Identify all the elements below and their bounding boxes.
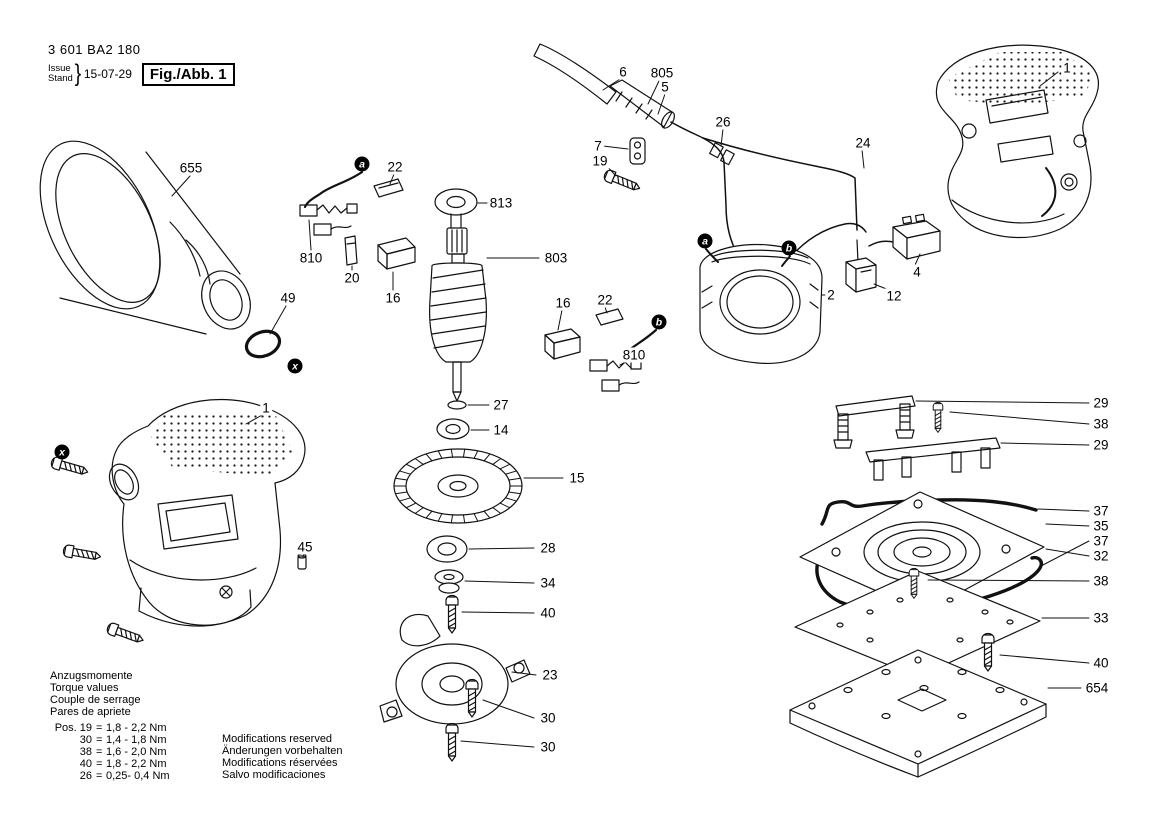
part-callout-6: 6 xyxy=(617,64,629,80)
part-callout-4: 4 xyxy=(911,264,923,280)
plate-assembly-art xyxy=(789,395,1047,778)
part-callout-27: 27 xyxy=(491,397,511,413)
part-callout-14: 14 xyxy=(491,422,511,438)
part-callout-37: 37 xyxy=(1091,533,1111,549)
part-callout-810: 810 xyxy=(620,347,648,363)
part-callout-803: 803 xyxy=(542,250,570,266)
part-callout-24: 24 xyxy=(853,135,873,151)
housing-left-art xyxy=(108,398,307,627)
issue-label: Issue xyxy=(48,63,71,74)
part-callout-805: 805 xyxy=(648,65,676,81)
part-callout-40: 40 xyxy=(538,605,558,621)
torque-title-line: Couple de serrage xyxy=(50,694,141,706)
part-callout-813: 813 xyxy=(487,195,515,211)
figure-label: Fig./Abb. 1 xyxy=(141,62,235,86)
torque-title-line: Anzugsmomente xyxy=(50,670,133,682)
part-callout-29: 29 xyxy=(1091,437,1111,453)
torque-row: 40=1,8 - 2,2 Nm xyxy=(79,758,167,770)
part-callout-20: 20 xyxy=(342,270,362,286)
part-callout-23: 23 xyxy=(540,667,560,683)
part-callout-30: 30 xyxy=(538,710,558,726)
housing-right-art xyxy=(935,44,1099,239)
part-callout-5: 5 xyxy=(659,79,671,95)
cord-and-wiring-art xyxy=(533,43,894,263)
torque-title-line: Pares de apriete xyxy=(50,706,131,718)
part-callout-16: 16 xyxy=(553,295,573,311)
part-callout-35: 35 xyxy=(1091,518,1111,534)
part-callout-38: 38 xyxy=(1091,573,1111,589)
part-callout-38: 38 xyxy=(1091,416,1111,432)
reference-marker-b: b xyxy=(781,240,797,256)
part-callout-1: 1 xyxy=(1061,60,1073,76)
drawing-header: 3 601 BA2 180 Issue Stand } 15-07-29 Fig… xyxy=(48,42,235,88)
reference-marker-x: x xyxy=(287,358,303,374)
leader-lines xyxy=(171,71,1090,748)
issue-date: 15-07-29 xyxy=(83,67,132,81)
part-callout-15: 15 xyxy=(567,470,587,486)
part-callout-1: 1 xyxy=(260,400,272,416)
brush-set-a-art xyxy=(299,170,416,270)
notice-line: Änderungen vorbehalten xyxy=(222,745,343,757)
notice-line: Modifications reserved xyxy=(222,733,333,745)
armature-art xyxy=(429,188,487,440)
fan-art xyxy=(393,448,523,524)
notice-line: Salvo modificaciones xyxy=(222,769,326,781)
notice-line: Modifications réservées xyxy=(222,757,338,769)
part-callout-32: 32 xyxy=(1091,548,1111,564)
stator-art xyxy=(699,243,823,365)
part-callout-654: 654 xyxy=(1083,680,1111,696)
part-callout-40: 40 xyxy=(1091,655,1111,671)
part-callout-30: 30 xyxy=(538,739,558,755)
reference-marker-x: x xyxy=(54,444,70,460)
reference-marker-a: a xyxy=(354,156,370,172)
part-callout-2: 2 xyxy=(825,287,837,303)
part-callout-12: 12 xyxy=(884,288,904,304)
torque-row: 26=0,25- 0,4 Nm xyxy=(79,770,170,782)
part-callout-26: 26 xyxy=(713,114,733,130)
part-callout-28: 28 xyxy=(538,540,558,556)
part-callout-19: 19 xyxy=(590,153,610,169)
torque-row: 38=1,6 - 2,0 Nm xyxy=(79,746,167,758)
reference-marker-a: a xyxy=(697,233,713,249)
part-callout-22: 22 xyxy=(595,292,615,308)
part-callout-34: 34 xyxy=(538,575,558,591)
part-callout-37: 37 xyxy=(1091,503,1111,519)
part-callout-655: 655 xyxy=(177,160,205,176)
stand-label: Stand xyxy=(48,73,73,84)
part-number: 3 601 BA2 180 xyxy=(48,42,141,57)
reference-marker-b: b xyxy=(651,314,667,330)
o-ring-art xyxy=(244,329,282,359)
part-callout-49: 49 xyxy=(278,290,298,306)
bearing-stack-art xyxy=(426,535,468,594)
part-callout-33: 33 xyxy=(1091,610,1111,626)
torque-row: Pos. 19=1,8 - 2,2 Nm xyxy=(54,722,167,734)
dust-canister-art xyxy=(39,140,251,335)
bearing-flange-art xyxy=(379,613,531,725)
torque-row: 30=1,4 - 1,8 Nm xyxy=(79,734,167,746)
part-callout-29: 29 xyxy=(1091,395,1111,411)
part-callout-45: 45 xyxy=(295,539,315,555)
part-callout-16: 16 xyxy=(383,290,403,306)
part-callout-810: 810 xyxy=(297,250,325,266)
issue-stand-labels: Issue Stand xyxy=(48,64,73,84)
part-callout-7: 7 xyxy=(592,138,604,154)
part-callout-22: 22 xyxy=(385,159,405,175)
torque-title-line: Torque values xyxy=(50,682,119,694)
switch-art xyxy=(845,213,941,293)
brace-glyph: } xyxy=(74,60,82,87)
